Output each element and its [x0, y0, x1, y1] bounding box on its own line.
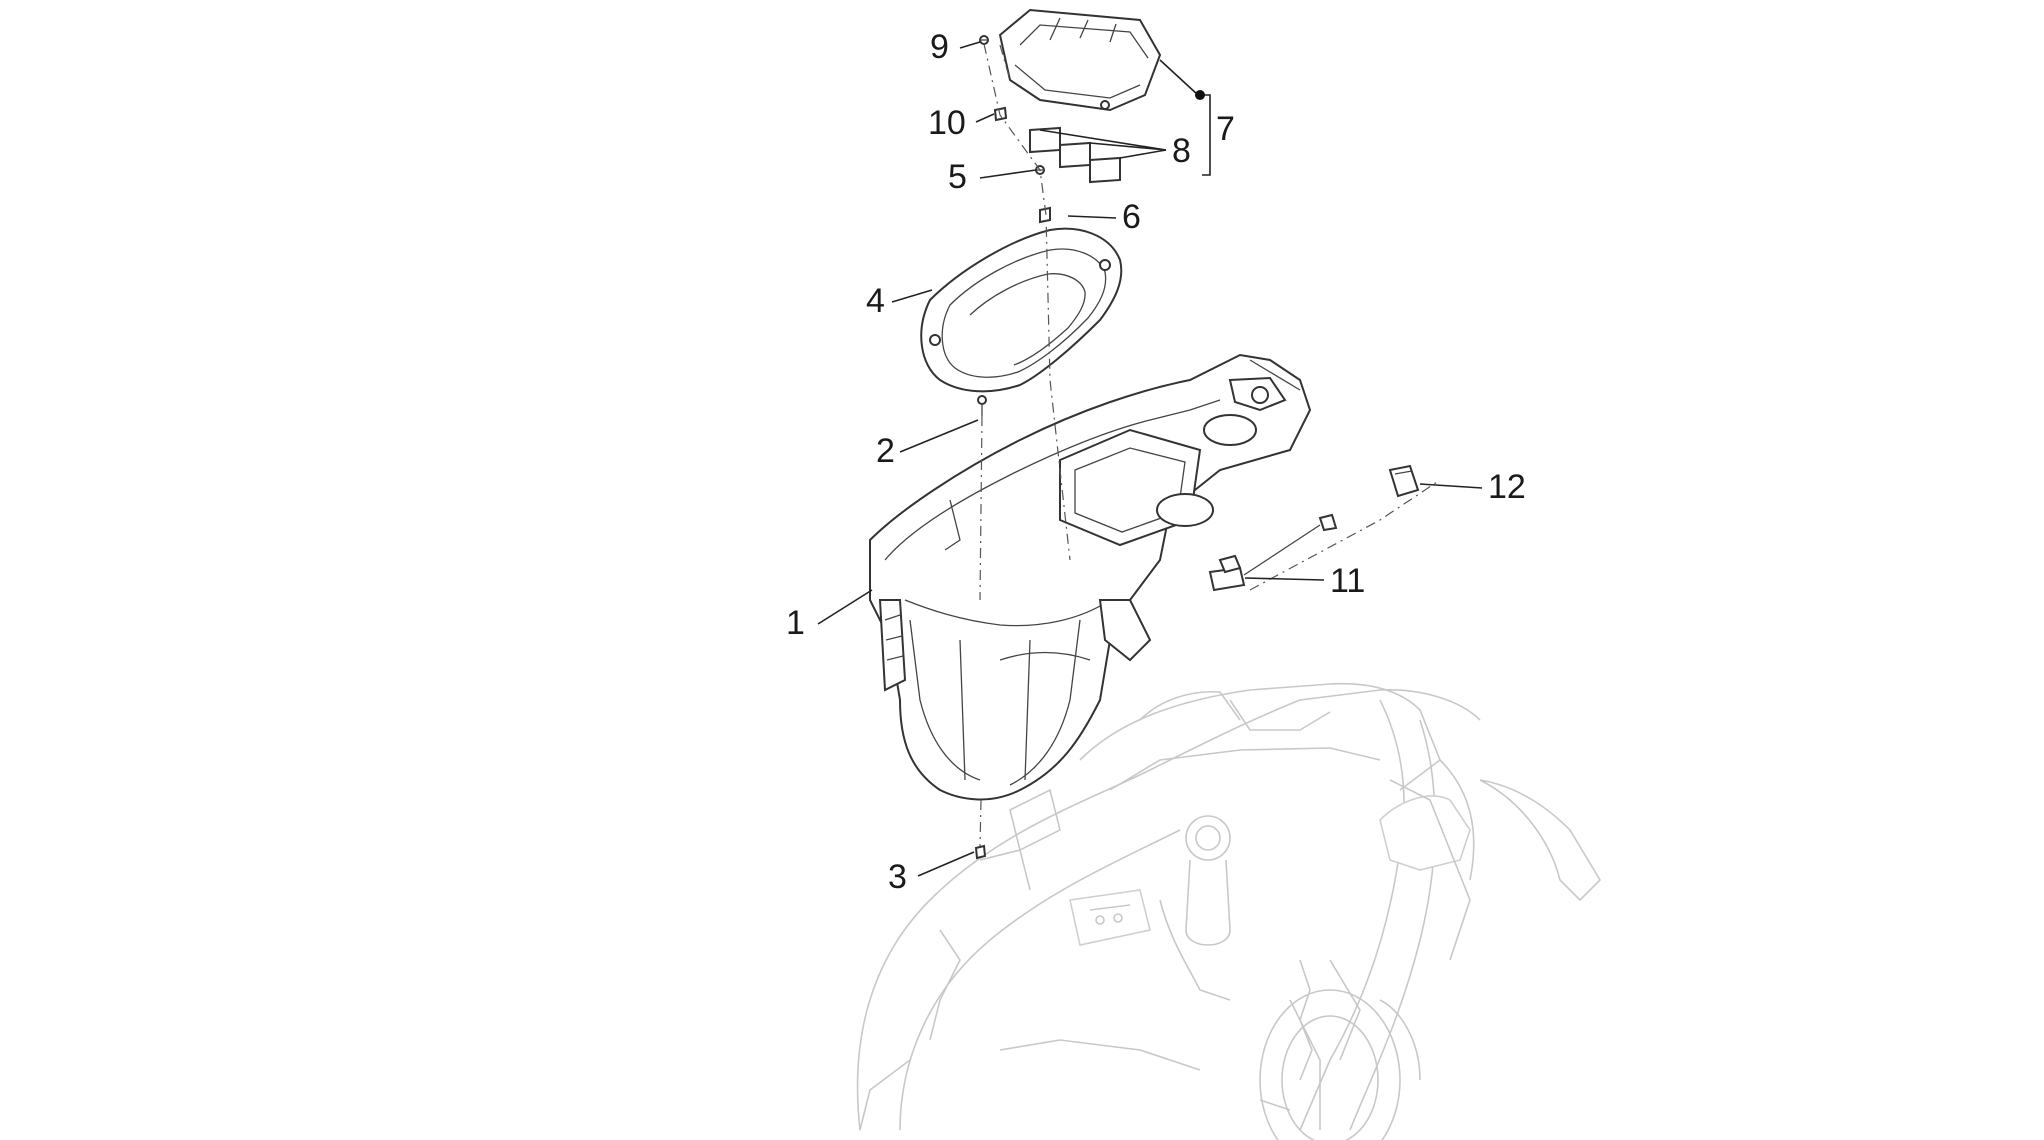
assembly-lines [979, 43, 1441, 847]
callout-4: 4 [866, 282, 885, 320]
leader-lines [817, 41, 1483, 877]
clip-10 [993, 106, 1008, 122]
callout-11: 11 [1330, 562, 1365, 600]
power-socket [1208, 513, 1338, 592]
clip-3 [974, 844, 987, 860]
socket-cap [1388, 464, 1420, 498]
seat-liner [920, 227, 1123, 393]
callout-5: 5 [948, 158, 967, 196]
screw-9 [979, 35, 989, 45]
top-lid [998, 8, 1162, 112]
callout-7: 7 [1216, 110, 1235, 148]
callout-8: 8 [1172, 132, 1191, 170]
helmet-compartment [869, 353, 1312, 801]
screw-2 [977, 395, 987, 416]
callout-1: 1 [786, 604, 805, 642]
callouts: 1 2 3 4 5 6 7 8 9 10 11 12 [786, 28, 1526, 896]
foam-blocks [1029, 126, 1121, 184]
callout-3: 3 [888, 858, 907, 896]
callout-6: 6 [1122, 198, 1141, 236]
scooter-frame-ghost [856, 682, 1602, 1140]
callout-9: 9 [930, 28, 949, 66]
callout-10: 10 [928, 104, 966, 142]
callout-12: 12 [1488, 468, 1526, 506]
callout-2: 2 [876, 432, 895, 470]
nut-6 [1039, 206, 1051, 224]
marker-dot [1195, 90, 1205, 100]
